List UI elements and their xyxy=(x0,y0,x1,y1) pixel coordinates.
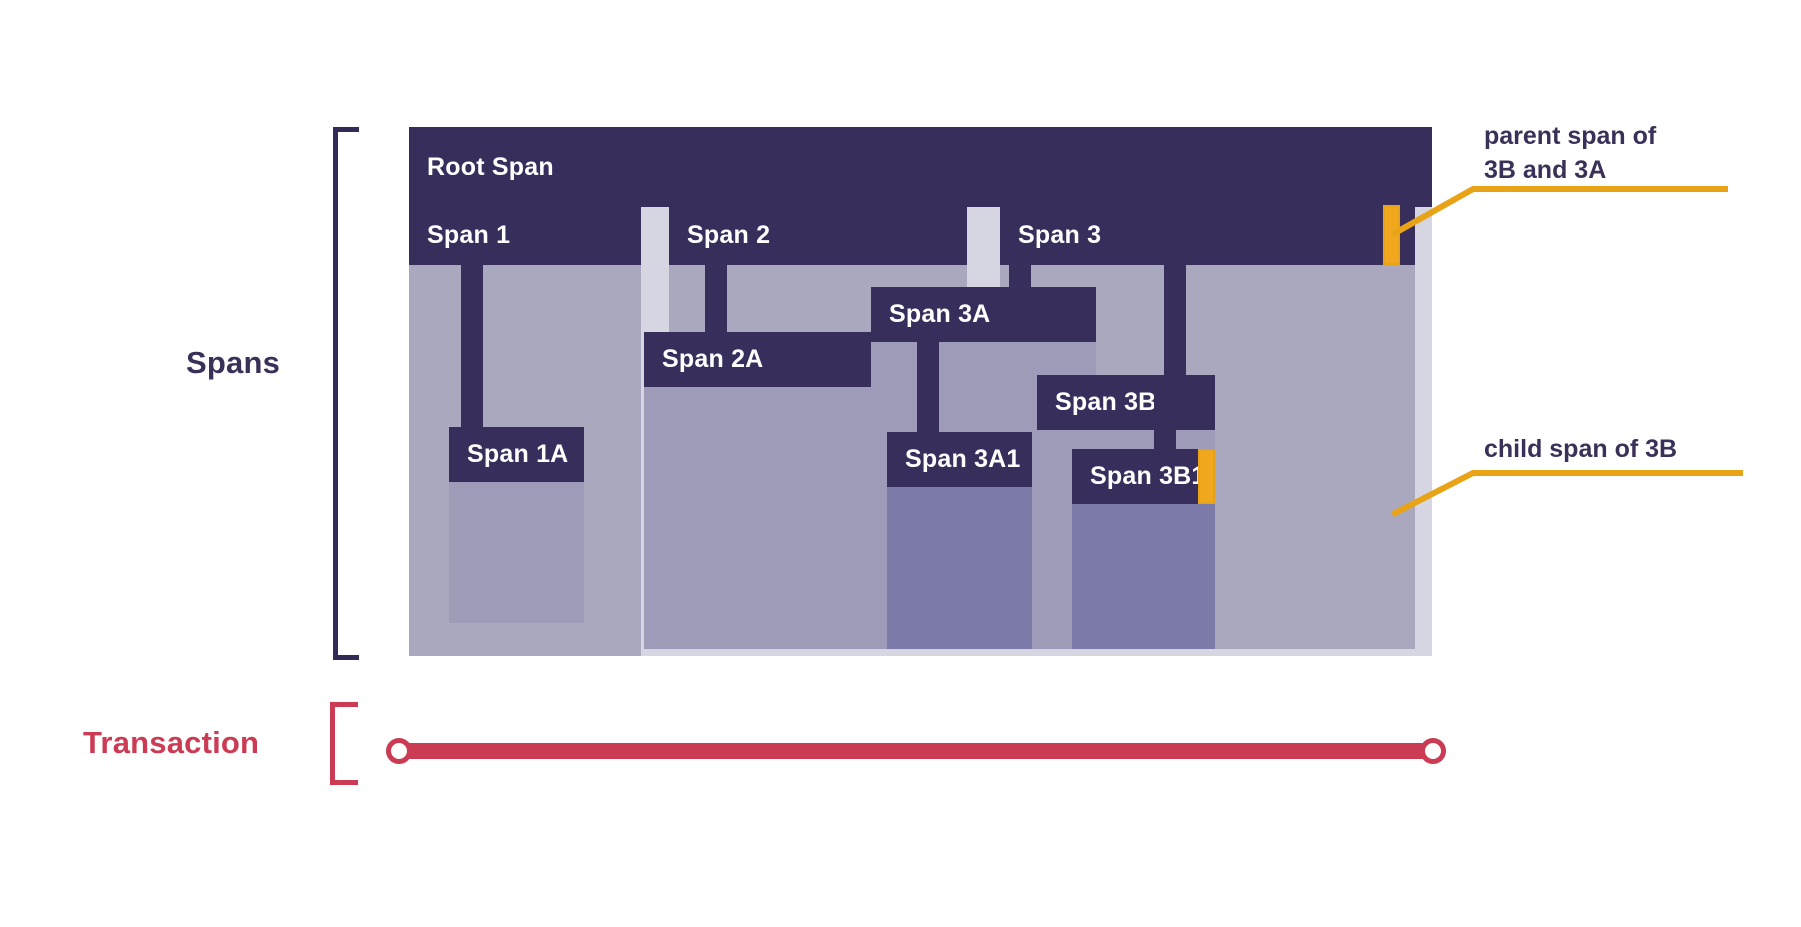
connector-span2-to-span2a xyxy=(705,257,727,352)
spans-section-label: Spans xyxy=(186,345,281,380)
spans-diagram: Root Span Span 1 Span 1A Span 2 Span 2A … xyxy=(409,127,1432,656)
span-header-3a[interactable]: Span 3A xyxy=(871,287,1096,342)
span-label-3: Span 3 xyxy=(1018,220,1102,249)
span-label-2a: Span 2A xyxy=(662,345,764,373)
transaction-bar xyxy=(386,738,1446,764)
span-header-3a1[interactable]: Span 3A1 xyxy=(887,432,1032,487)
transaction-line xyxy=(396,743,1436,759)
span-header-3b[interactable]: Span 3B xyxy=(1037,375,1215,430)
transaction-bracket xyxy=(330,702,358,785)
span-header-1a[interactable]: Span 1A xyxy=(449,427,584,482)
span-label-3a: Span 3A xyxy=(889,300,991,328)
span-label-2: Span 2 xyxy=(687,220,771,249)
callout-line-parent xyxy=(1390,186,1728,238)
highlight-parent-span-3 xyxy=(1383,205,1400,265)
span-label-3b: Span 3B xyxy=(1055,388,1157,416)
span-header-2[interactable]: Span 2 xyxy=(669,205,967,265)
span-label-root: Root Span xyxy=(427,152,554,181)
connector-span3a-to-span3a1 xyxy=(917,332,939,452)
connector-span3-to-span3b xyxy=(1164,257,1186,379)
transaction-start-marker[interactable] xyxy=(386,738,412,764)
span-header-1[interactable]: Span 1 xyxy=(409,205,641,265)
span-label-1a: Span 1A xyxy=(467,440,569,468)
span-header-3b1[interactable]: Span 3B1 xyxy=(1072,449,1215,504)
transaction-end-marker[interactable] xyxy=(1420,738,1446,764)
spans-bracket xyxy=(333,127,359,660)
connector-span1-to-span1a xyxy=(461,257,483,437)
callout-text-parent: parent span of 3B and 3A xyxy=(1484,122,1657,184)
span-label-3b1: Span 3B1 xyxy=(1090,462,1206,490)
callout-text-child: child span of 3B xyxy=(1484,435,1678,463)
highlight-child-span-3b1 xyxy=(1198,449,1215,504)
transaction-section-label: Transaction xyxy=(83,725,260,760)
span-header-root[interactable]: Root Span xyxy=(409,127,1432,207)
span-label-1: Span 1 xyxy=(427,220,511,249)
callout-line-child xyxy=(1390,470,1743,518)
span-header-3[interactable]: Span 3 xyxy=(1000,205,1415,265)
span-label-3a1: Span 3A1 xyxy=(905,445,1021,473)
